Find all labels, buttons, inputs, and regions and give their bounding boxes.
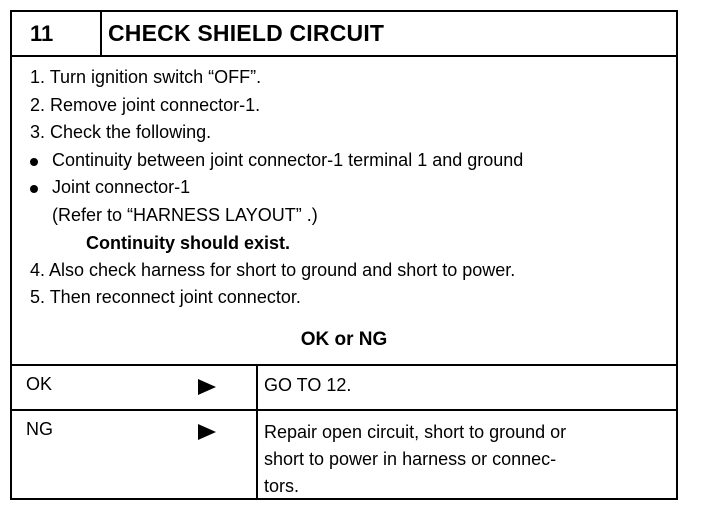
ng-result-line-3: tors. bbox=[264, 476, 300, 496]
ok-or-ng-prompt: OK or NG bbox=[300, 329, 388, 350]
result-row-ng: NG Repair open circuit, short to ground … bbox=[12, 409, 676, 500]
bullet-icon bbox=[30, 185, 38, 193]
arrow-right-icon bbox=[198, 424, 216, 440]
step-number: 11 bbox=[12, 12, 102, 55]
instruction-bullet-1: Continuity between joint connector-1 ter… bbox=[52, 150, 524, 170]
ng-result-line-2: short to power in harness or connec- bbox=[264, 449, 557, 469]
ng-result: Repair open circuit, short to ground or … bbox=[264, 419, 566, 500]
instruction-step-1: 1. Turn ignition switch “OFF”. bbox=[30, 67, 262, 87]
result-row-ok: OK GO TO 12. bbox=[12, 364, 676, 409]
expected-result: Continuity should exist. bbox=[86, 233, 291, 253]
instruction-step-2: 2. Remove joint connector-1. bbox=[30, 95, 261, 115]
ok-result: GO TO 12. bbox=[264, 375, 352, 395]
instructions-section: 1. Turn ignition switch “OFF”. 2. Remove… bbox=[12, 57, 676, 364]
instruction-step-5: 5. Then reconnect joint connector. bbox=[30, 287, 301, 307]
refer-note: (Refer to “HARNESS LAYOUT” .) bbox=[52, 205, 318, 225]
ng-result-line-1: Repair open circuit, short to ground or bbox=[264, 422, 567, 442]
instruction-step-3: 3. Check the following. bbox=[30, 122, 212, 142]
column-divider bbox=[256, 366, 258, 409]
column-divider bbox=[256, 411, 258, 500]
arrow-right-icon bbox=[198, 379, 216, 395]
bullet-icon bbox=[30, 158, 38, 166]
ng-label: NG bbox=[26, 419, 53, 439]
instruction-bullet-2: Joint connector-1 bbox=[52, 177, 191, 197]
diagnostic-procedure-box: 11 CHECK SHIELD CIRCUIT 1. Turn ignition… bbox=[10, 10, 678, 500]
step-title: CHECK SHIELD CIRCUIT bbox=[108, 20, 385, 46]
header-row: 11 CHECK SHIELD CIRCUIT bbox=[12, 12, 676, 57]
ok-label: OK bbox=[26, 374, 53, 394]
instruction-step-4: 4. Also check harness for short to groun… bbox=[30, 260, 516, 280]
